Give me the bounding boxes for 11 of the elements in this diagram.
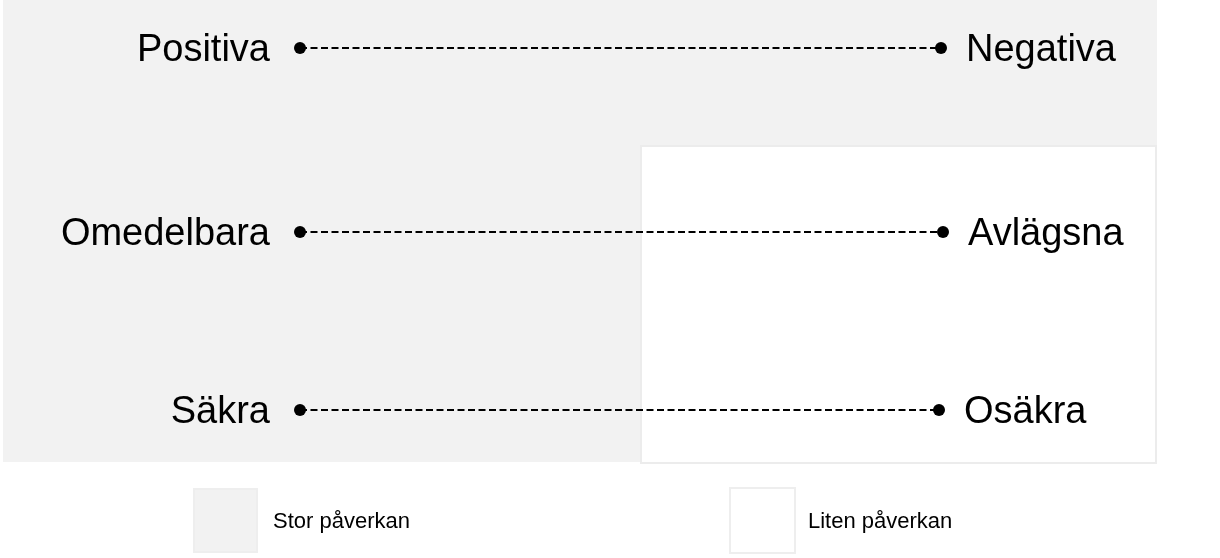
dashed-connector xyxy=(294,42,947,54)
dashed-connector xyxy=(294,226,949,238)
scale-end-label: Säkra xyxy=(170,388,270,432)
scale-end-label: Avlägsna xyxy=(968,210,1124,254)
scale-end-label: Negativa xyxy=(966,26,1116,70)
scale-end-label: Osäkra xyxy=(964,388,1087,432)
legend-label: Stor påverkan xyxy=(273,507,410,534)
scale-end-label: Positiva xyxy=(136,26,270,70)
scale-end-label: Omedelbara xyxy=(60,210,270,254)
dashed-connector xyxy=(294,404,945,416)
legend-label: Liten påverkan xyxy=(808,507,953,534)
